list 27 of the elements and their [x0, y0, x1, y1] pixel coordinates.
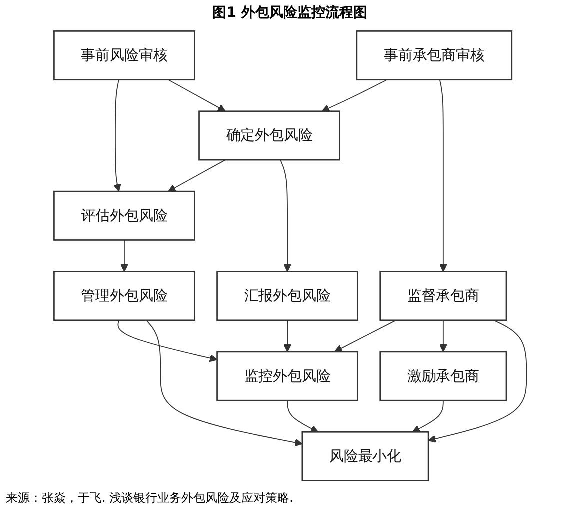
arrow: [334, 320, 396, 352]
node-box: 监控外包风险: [216, 351, 358, 402]
arrow: [438, 320, 447, 352]
node-box: 确定外包风险: [198, 110, 340, 161]
diagram-title: 图1 外包风险监控流程图: [212, 4, 368, 22]
node-box: 管理外包风险: [53, 271, 195, 322]
arrow: [428, 320, 527, 443]
node-box: 事前风险审核: [53, 30, 195, 81]
node-box: 监督承包商: [379, 271, 507, 322]
arrow: [113, 79, 121, 192]
arrow: [117, 320, 218, 362]
arrow: [286, 400, 318, 432]
node-box: 激励承包商: [379, 351, 507, 402]
arrow: [321, 79, 388, 112]
arrow: [283, 320, 292, 352]
arrow: [438, 79, 447, 272]
arrow: [412, 400, 444, 432]
node-box: 汇报外包风险: [216, 271, 358, 322]
arrow: [146, 320, 302, 447]
node-box: 事前承包商审核: [356, 30, 512, 81]
arrow: [168, 79, 226, 112]
node-box: 评估外包风险: [53, 190, 195, 241]
node-box: 风险最小化: [301, 431, 429, 482]
arrow: [168, 160, 226, 192]
arrow: [120, 240, 128, 272]
arrow: [280, 160, 292, 272]
caption: 来源：张焱，于飞. 浅谈银行业务外包风险及应对策略.: [6, 490, 294, 507]
